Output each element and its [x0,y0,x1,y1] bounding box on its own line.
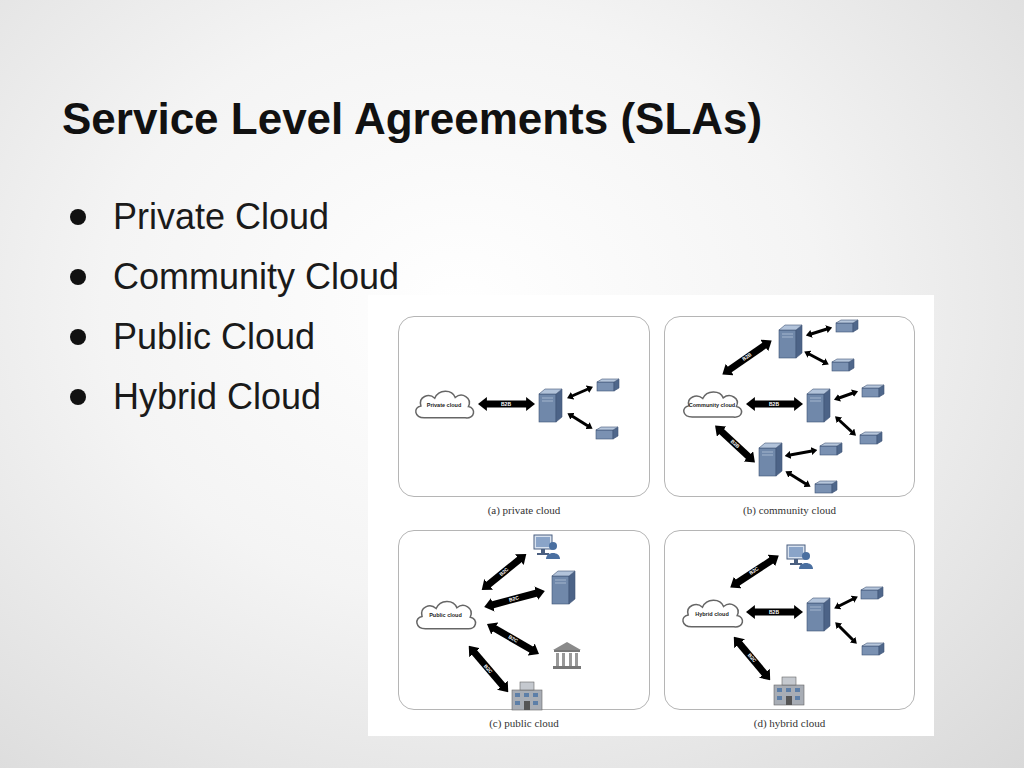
link-arrow [839,599,853,606]
b2c-arrow [488,559,520,585]
b2c-arrow [739,643,765,674]
arrow-label: B2C [507,634,518,643]
arrow-label: B2C [748,566,759,576]
bullet-dot [70,209,86,225]
link-arrow [839,420,852,432]
building-icon [512,682,542,710]
arrow-label: B2B [769,402,779,407]
link-arrow [572,389,588,396]
client-icon [862,385,884,397]
b2c-arrow [737,560,772,583]
arrow-label: B2B [730,439,741,449]
client-icon [597,379,619,391]
arrow-label: B2C [499,567,510,577]
server-icon [779,325,802,358]
client-icon [820,443,842,455]
cloud-name: Public cloud [412,597,479,633]
arrow-label: B2C [509,595,520,602]
community-illustration [721,320,884,493]
bank-icon [553,642,581,669]
link-arrow [809,354,824,362]
hybrid-illustration [737,545,884,705]
server-icon [552,571,575,604]
bullet-item: Public Cloud [113,316,315,358]
arrow-label: B2C [483,664,493,675]
link-arrow [572,416,588,426]
link-arrow [811,329,827,334]
arrow-label: B2B [769,610,779,615]
arrow-label: B2B [501,402,511,407]
bullet-item: Community Cloud [113,256,399,298]
link-arrow [839,393,853,398]
client-icon [861,587,883,599]
server-icon [807,598,830,631]
link-arrow [839,626,853,640]
b2c-arrow [494,628,532,650]
bullet-dot [70,329,86,345]
client-icon [862,643,884,655]
panel-caption: (c) public cloud [389,717,659,729]
client-icon [596,427,618,439]
link-arrow [790,451,812,455]
arrow-label: B2C [747,653,757,664]
server-icon [759,443,782,476]
user-computer-icon [787,545,813,569]
public-illustration [474,535,581,710]
link-arrow [790,474,806,484]
slide-title: Service Level Agreements (SLAs) [62,94,762,144]
b2c-arrow [474,652,503,686]
cloud-node: Hybrid cloud [678,596,746,631]
b2b-arrow [754,401,795,408]
server-icon [807,389,830,422]
cloud-name: Private cloud [411,387,477,422]
panel-caption: (b) community cloud [655,504,924,516]
b2c-arrow [492,593,537,605]
client-icon [836,320,858,332]
b2b-arrow [721,431,749,457]
cloud-node: Public cloud [412,597,479,633]
client-icon [815,481,837,493]
server-icon [539,389,562,422]
bullet-dot [70,269,86,285]
user-computer-icon [534,535,560,559]
b2b-arrow [729,345,765,370]
bullet-dot [70,389,86,405]
cloud-name: Community cloud [679,388,745,421]
bullet-item: Private Cloud [113,196,329,238]
panel-caption: (a) private cloud [389,504,659,516]
b2b-arrow [486,401,527,408]
cloud-node: Community cloud [679,388,745,421]
private-illustration [486,379,619,439]
cloud-node: Private cloud [411,387,477,422]
figure-background [368,295,934,736]
client-icon [832,359,854,371]
bullet-item: Hybrid Cloud [113,376,321,418]
b2b-arrow [754,609,795,616]
cloud-name: Hybrid cloud [678,596,746,631]
panel-caption: (d) hybrid cloud [655,717,924,729]
arrow-label: B2B [741,352,752,362]
client-icon [860,432,882,444]
building-icon [774,677,804,705]
